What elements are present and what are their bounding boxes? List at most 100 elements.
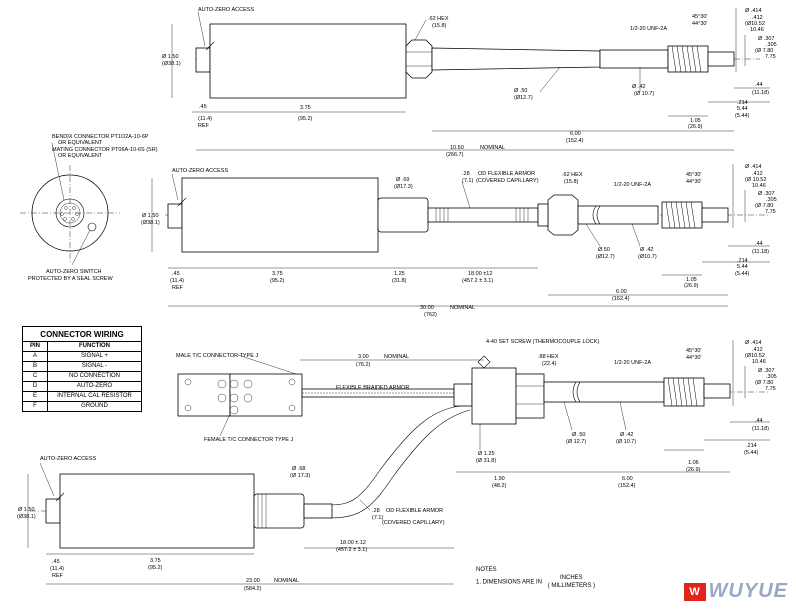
- view4-autozero-label: AUTO-ZERO ACCESS: [40, 456, 96, 462]
- view1-thread: [667, 45, 709, 73]
- view4-neck-rings: [257, 494, 267, 528]
- view3-tip44-mm: (11.18): [752, 426, 769, 432]
- view4-nominal-len-mm: (584.2): [244, 586, 262, 592]
- view1-stem: [431, 47, 601, 71]
- view2-d412: .412: [752, 171, 763, 177]
- view2-d307-mm: (Ø 7.80: [755, 203, 773, 209]
- view2-neck-dia-mm: (Ø17.3): [394, 184, 413, 190]
- view3-nominal: NOMINAL: [384, 354, 409, 360]
- view4-armor-end: [303, 503, 333, 519]
- view2-housing: [181, 177, 379, 253]
- brand-logo: W WUYUE: [683, 580, 788, 603]
- table-row: B SIGNAL -: [22, 361, 142, 372]
- switch-line1: AUTO-ZERO SWITCH: [46, 269, 102, 275]
- wiring-pin: B: [22, 361, 48, 372]
- view3-stem-dia: Ø .50: [572, 432, 585, 438]
- switch-line2: PROTECTED BY A SEAL SCREW: [28, 276, 113, 282]
- tc-pin: [217, 379, 227, 389]
- tc-connector-left: [177, 373, 231, 417]
- view3-len300: 3.00: [358, 354, 369, 360]
- mating-line2: OR EQUIVALENT: [58, 153, 103, 159]
- view3-leader-male: [237, 354, 297, 375]
- view2-hex-collar: [537, 203, 549, 227]
- view3-tip-dia: Ø .42: [620, 432, 633, 438]
- view1-thread-hatch: [671, 45, 702, 73]
- tc-pin: [243, 379, 253, 389]
- view2-leader-stem: [585, 223, 601, 247]
- view2-hex-label: .62 HEX: [562, 172, 583, 178]
- view2-autozero-label: AUTO-ZERO ACCESS: [172, 168, 228, 174]
- tc-pin: [229, 379, 239, 389]
- view1-tip214: .214: [737, 100, 748, 106]
- view4-armor-label2: (COVERED CAPILLARY): [382, 520, 445, 526]
- view1-ref: REF: [198, 123, 210, 129]
- view1-snout: [599, 49, 669, 69]
- wiring-header-row: PIN FUNCTION: [22, 341, 142, 352]
- view3-break: [572, 381, 581, 403]
- view3-len190-mm: (48.2): [492, 483, 507, 489]
- view1-stem-dia-mm: (Ø12.7): [514, 95, 533, 101]
- view1-d305-mm: 7.75: [765, 54, 776, 60]
- view3-d414: Ø .414: [745, 340, 762, 346]
- view4-body-len: 3.75: [150, 558, 161, 564]
- view2-neck: [377, 197, 429, 233]
- view1-dia-mm: (Ø38.1): [162, 61, 181, 67]
- view1-tip-dia: Ø .42: [632, 84, 645, 90]
- view4-dia-mm: (Ø38.1): [17, 514, 36, 520]
- view1-leader-hex: [414, 19, 427, 41]
- view1-housing: [209, 23, 407, 99]
- view1-tip44: .44: [755, 82, 763, 88]
- view4-neck: [253, 493, 305, 529]
- view3-d305: .305: [766, 374, 777, 380]
- view4-neck-dia: Ø .68: [292, 466, 305, 472]
- view2-d307: Ø .307: [758, 191, 775, 197]
- view1-stem-dia: Ø .50: [514, 88, 527, 94]
- view2-neck-len-mm: (31.8): [392, 278, 407, 284]
- view3-len600: 6.00: [622, 476, 633, 482]
- table-row: F GROUND: [22, 401, 142, 412]
- tc-screw: [184, 378, 192, 386]
- capillary-lower: [329, 409, 471, 519]
- view4-armor-len: 18.00 ±.12: [340, 540, 366, 546]
- wiring-function: INTERNAL CAL RESISTOR: [47, 391, 142, 402]
- view2-snout: [577, 205, 659, 225]
- view3-len600-mm: (152.4): [618, 483, 636, 489]
- wiring-title: CONNECTOR WIRING: [22, 326, 142, 342]
- view3-hex-label: .88 HEX: [538, 354, 559, 360]
- view1-ref-len-mm: (11.4): [198, 116, 212, 122]
- view2-d412-mm: 10.46: [752, 183, 766, 189]
- view3-d414-mm: (Ø10.52: [745, 353, 765, 359]
- view1-d307: Ø .307: [758, 36, 775, 42]
- view2-nominal: NOMINAL: [450, 305, 475, 311]
- wiring-pin: C: [22, 371, 48, 382]
- view2-d305-mm: 7.75: [765, 209, 776, 215]
- view3-tip-dia-mm: (Ø 10.7): [616, 439, 636, 445]
- view3-thermocouple: MALE T/C CONNECTOR TYPE J FEMALE T/C CON…: [176, 339, 777, 519]
- view2-leader-tip: [631, 223, 641, 247]
- view3-nut-dia: Ø 1.25: [478, 451, 495, 457]
- wiring-pin: F: [22, 401, 48, 412]
- view2-leader-armor: [461, 181, 471, 209]
- view1-ref-len: .45: [199, 104, 207, 110]
- view3-tip44: .44: [755, 418, 763, 424]
- tc-pin: [229, 405, 239, 415]
- view3-d305-mm: 7.75: [765, 386, 776, 392]
- view3-stem-dia-mm: (Ø 12.7): [566, 439, 586, 445]
- view3-tip214: .214: [746, 443, 757, 449]
- notes-unit-mm: ( MILLIMETERS ): [547, 583, 596, 589]
- view2-armor-label: OD FLEXIBLE ARMOR: [478, 171, 535, 177]
- view2-armor-label2: (COVERED CAPILLARY): [476, 178, 539, 184]
- capillary-upper: [329, 405, 461, 506]
- view1-d414-mm: (Ø10.52: [745, 21, 765, 27]
- view2-nominal-len: 30.00: [420, 305, 434, 311]
- view1-d305: .305: [766, 42, 777, 48]
- view2-len105-mm: (26.9): [684, 283, 699, 289]
- view2-break: [592, 205, 601, 225]
- view2-armor: .28: [462, 171, 470, 177]
- pin-d: [71, 217, 75, 221]
- view3-collar: [453, 383, 473, 407]
- wiring-col-function: FUNCTION: [47, 341, 142, 352]
- view1-thread-label: 1/2-20 UNF-2A: [630, 26, 667, 32]
- pin-e: [63, 217, 67, 221]
